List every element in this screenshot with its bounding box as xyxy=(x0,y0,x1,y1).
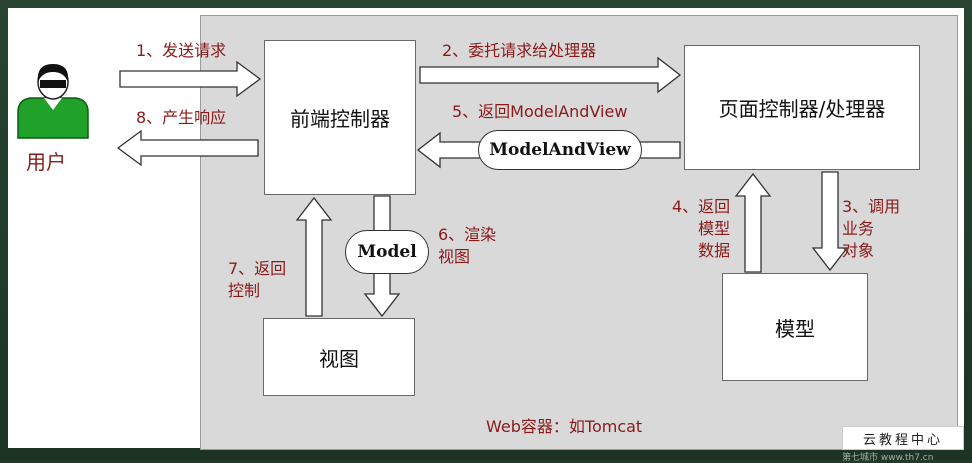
step-8-label: 8、产生响应 xyxy=(136,108,227,127)
model-pill-label: Model xyxy=(357,242,417,262)
model-box-label: 模型 xyxy=(775,316,815,341)
model-box: 模型 xyxy=(722,273,868,381)
arrow-send-request xyxy=(119,60,262,98)
model-pill: Model xyxy=(345,230,429,274)
front-controller-label: 前端控制器 xyxy=(290,107,390,131)
arrow-call-business xyxy=(811,171,849,272)
step-4-label: 4、返回 模型 数据 xyxy=(672,197,731,260)
step-3-label: 3、调用 业务 对象 xyxy=(842,197,901,260)
step-1-label: 1、发送请求 xyxy=(136,41,227,60)
step-6-label: 6、渲染 视图 xyxy=(438,225,497,266)
person-icon xyxy=(14,60,92,140)
step-7-label: 7、返回 控制 xyxy=(228,259,287,300)
page-controller-box: 页面控制器/处理器 xyxy=(684,45,920,170)
modelandview-pill: ModelAndView xyxy=(478,130,642,170)
arrow-return-control xyxy=(295,196,333,317)
front-controller-box: 前端控制器 xyxy=(264,40,416,195)
page-controller-label: 页面控制器/处理器 xyxy=(718,97,886,121)
modelandview-pill-label: ModelAndView xyxy=(489,140,631,160)
step-5-label: 5、返回ModelAndView xyxy=(452,102,628,121)
view-box-label: 视图 xyxy=(319,346,359,371)
arrow-return-model-data xyxy=(734,172,772,273)
arrow-produce-response xyxy=(116,129,259,167)
view-box: 视图 xyxy=(263,318,415,396)
web-container-label: Web容器：如Tomcat xyxy=(486,417,643,436)
arrow-delegate-request xyxy=(419,56,682,94)
watermark-subtext: 第七城市 www.th7.cn xyxy=(842,453,934,463)
user-label: 用户 xyxy=(26,150,66,174)
watermark-badge: 云教程中心 xyxy=(842,426,964,450)
step-2-label: 2、委托请求给处理器 xyxy=(442,41,597,60)
